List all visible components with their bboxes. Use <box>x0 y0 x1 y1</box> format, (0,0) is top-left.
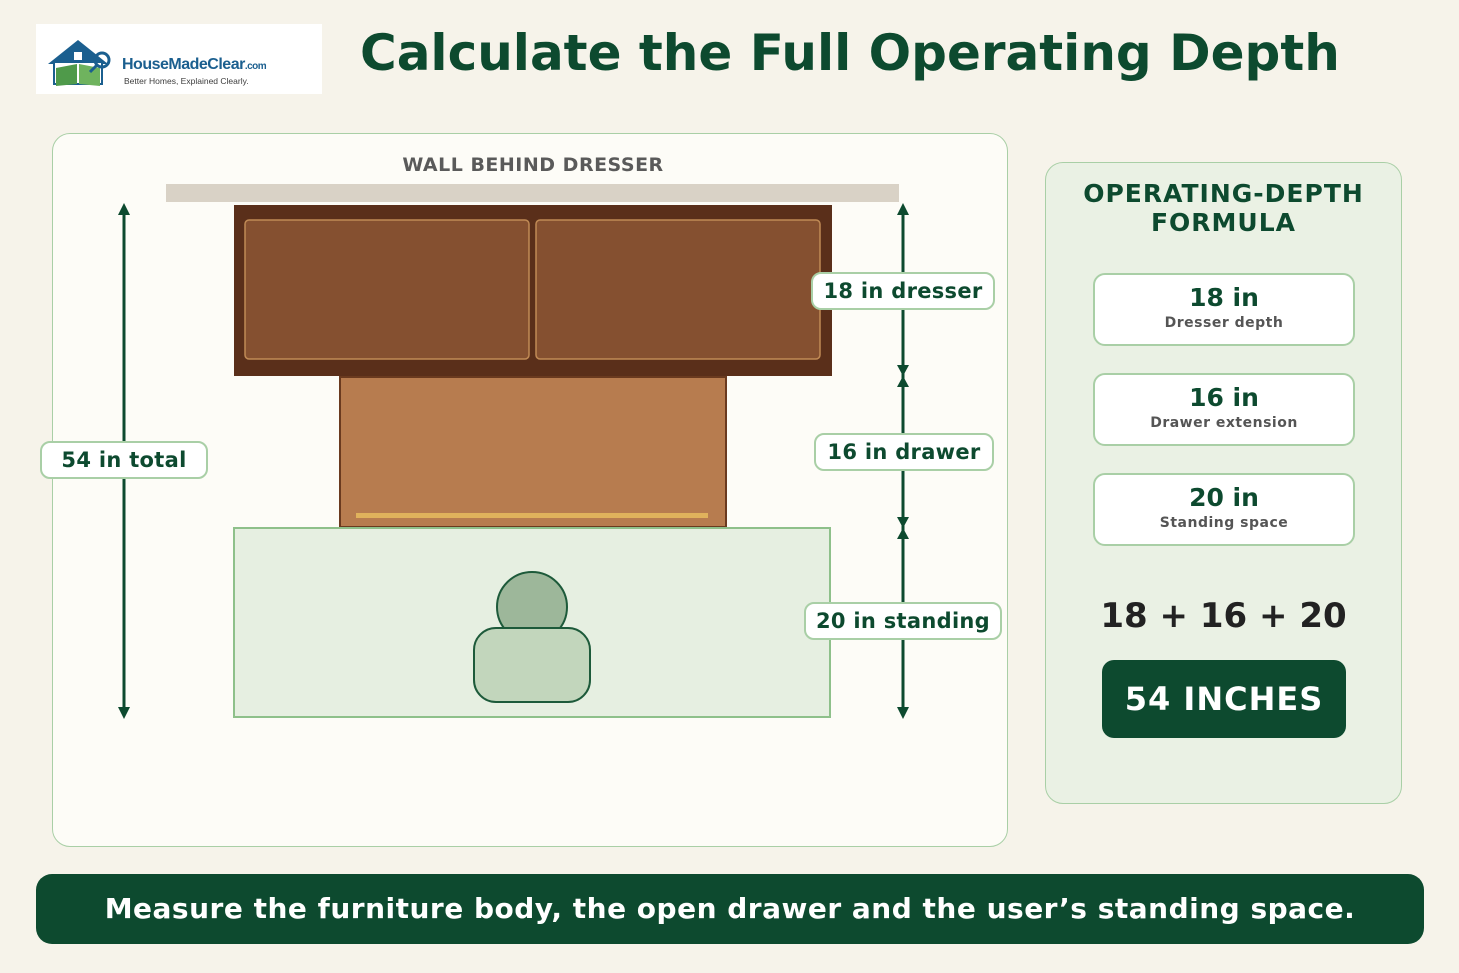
card-value: 16 in <box>1189 383 1259 412</box>
drawer-handle <box>355 512 708 518</box>
open-drawer <box>338 375 727 528</box>
logo: HouseMadeClear.com Better Homes, Explain… <box>36 24 322 94</box>
formula-title: OPERATING-DEPTH FORMULA <box>1083 179 1364 237</box>
wall <box>165 183 899 202</box>
dresser-depth-label: 18 in dresser <box>811 272 995 310</box>
formula-panel: OPERATING-DEPTH FORMULA 18 in Dresser de… <box>1045 162 1402 804</box>
drawer-depth-label: 16 in drawer <box>814 433 994 471</box>
formula-equation: 18 + 16 + 20 <box>1100 596 1347 636</box>
standing-depth-label: 20 in standing <box>804 602 1002 640</box>
card-label: Standing space <box>1159 515 1289 531</box>
formula-card-drawer: 16 in Drawer extension <box>1093 373 1355 446</box>
logo-name: HouseMadeClear.com <box>122 56 267 73</box>
diagram-panel: WALL BEHIND DRESSER 54 in total 18 in dr… <box>40 133 1008 847</box>
formula-result: 54 INCHES <box>1102 660 1346 738</box>
wall-label: WALL BEHIND DRESSER <box>402 154 664 176</box>
footer-banner: Measure the furniture body, the open dra… <box>36 874 1424 944</box>
formula-card-dresser: 18 in Dresser depth <box>1093 273 1355 346</box>
card-value: 18 in <box>1189 283 1259 312</box>
house-book-icon <box>48 40 111 86</box>
dresser-diagram <box>117 183 909 719</box>
page-title: Calculate the Full Operating Depth <box>360 24 1340 82</box>
logo-tagline: Better Homes, Explained Clearly. <box>124 76 249 86</box>
person-body <box>472 626 591 703</box>
card-label: Dresser depth <box>1164 315 1284 331</box>
dresser-door-left <box>243 218 530 360</box>
formula-card-standing: 20 in Standing space <box>1093 473 1355 546</box>
card-value: 20 in <box>1189 483 1259 512</box>
dresser-door-right <box>534 218 821 360</box>
total-depth-label: 54 in total <box>40 441 208 479</box>
card-label: Drawer extension <box>1150 415 1298 431</box>
